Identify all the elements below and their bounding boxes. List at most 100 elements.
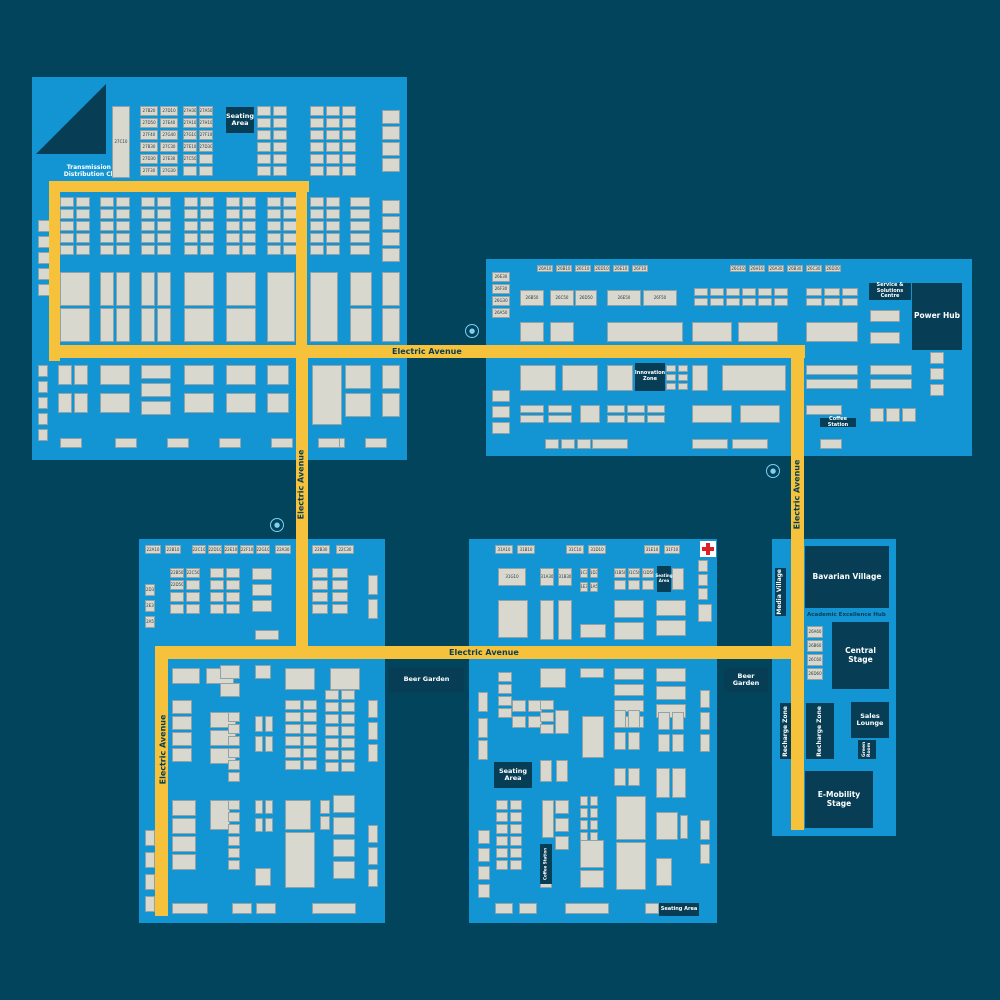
booth[interactable] [312, 580, 328, 590]
booth[interactable] [255, 665, 271, 679]
booth[interactable] [157, 245, 171, 255]
booth[interactable] [267, 365, 289, 385]
booth[interactable] [498, 684, 512, 694]
booth[interactable] [330, 668, 360, 690]
booth[interactable] [738, 322, 778, 342]
booth[interactable] [350, 221, 370, 231]
booth[interactable] [519, 903, 537, 914]
booth[interactable] [512, 716, 526, 728]
booth[interactable] [267, 245, 281, 255]
booth[interactable] [167, 438, 189, 448]
booth[interactable] [672, 734, 684, 752]
seating-area-south-small[interactable]: Seating Area [655, 566, 673, 592]
booth[interactable]: 26B50 [520, 290, 544, 306]
booth[interactable] [326, 154, 340, 164]
booth[interactable] [76, 245, 90, 255]
booth[interactable] [556, 760, 568, 782]
booth[interactable] [382, 158, 400, 172]
booth[interactable] [342, 106, 356, 116]
booth[interactable]: 26B10 [556, 265, 572, 272]
booth[interactable] [580, 668, 604, 678]
booth[interactable] [310, 209, 324, 219]
booth[interactable] [732, 439, 768, 449]
booth[interactable] [332, 568, 348, 578]
booth[interactable]: 27F40 [140, 130, 158, 140]
booth[interactable] [226, 197, 240, 207]
booth[interactable] [226, 308, 256, 342]
booth[interactable] [265, 716, 273, 732]
booth[interactable] [726, 288, 740, 296]
booth[interactable] [38, 429, 48, 441]
booth[interactable] [285, 760, 301, 770]
booth[interactable] [228, 760, 240, 770]
seating-area-nw[interactable]: Seating Area [226, 107, 254, 133]
booth[interactable] [520, 405, 544, 413]
booth[interactable] [614, 622, 644, 640]
booth[interactable]: 27H30 [183, 106, 197, 116]
booth[interactable] [842, 298, 858, 306]
booth[interactable] [145, 874, 155, 890]
booth[interactable] [656, 768, 670, 798]
booth[interactable] [341, 762, 355, 772]
booth[interactable] [478, 740, 488, 760]
booth[interactable]: 31D10 [588, 545, 606, 554]
booth[interactable] [565, 903, 609, 914]
booth[interactable]: 31C30 [580, 568, 588, 578]
booth[interactable] [38, 381, 48, 393]
booth[interactable] [310, 166, 324, 176]
booth[interactable] [692, 365, 708, 391]
booth[interactable] [326, 130, 340, 140]
booth[interactable]: 26D10 [594, 265, 610, 272]
booth[interactable] [672, 768, 686, 798]
booth[interactable] [310, 154, 324, 164]
booth[interactable] [350, 209, 370, 219]
booth[interactable] [242, 209, 256, 219]
seating-area-south-bottom[interactable]: Seating Area [659, 903, 699, 916]
booth[interactable] [60, 221, 74, 231]
booth[interactable] [285, 800, 311, 830]
booth[interactable] [540, 600, 554, 640]
booth[interactable] [210, 568, 224, 578]
booth[interactable] [492, 390, 510, 402]
seating-area-south[interactable]: Seating Area [494, 762, 532, 788]
booth[interactable]: 27G40 [160, 130, 178, 140]
booth[interactable] [628, 580, 640, 590]
booth[interactable] [325, 738, 339, 748]
booth[interactable] [520, 365, 556, 391]
sales-lounge[interactable]: Sales Lounge [851, 702, 889, 738]
booth[interactable] [590, 796, 598, 806]
booth[interactable] [345, 393, 371, 417]
booth[interactable] [498, 708, 512, 718]
booth[interactable] [170, 604, 184, 614]
booth[interactable] [228, 848, 240, 858]
booth[interactable] [326, 245, 340, 255]
booth[interactable]: 27E10 [183, 142, 197, 152]
booth[interactable] [333, 839, 355, 857]
booth[interactable]: 26G30 [492, 296, 510, 306]
booth[interactable] [590, 820, 598, 830]
recharge-zone-1[interactable]: Recharge Zone [780, 703, 792, 759]
booth[interactable] [700, 820, 710, 840]
booth[interactable] [310, 245, 324, 255]
booth[interactable] [285, 668, 315, 690]
booth[interactable] [273, 166, 287, 176]
booth[interactable] [157, 272, 171, 306]
beer-garden-right[interactable]: Beer Garden [724, 668, 768, 692]
booth[interactable] [232, 903, 252, 914]
booth[interactable] [157, 233, 171, 243]
booth[interactable] [100, 233, 114, 243]
booth[interactable] [627, 405, 645, 413]
booth[interactable] [520, 415, 544, 423]
booth[interactable] [265, 818, 273, 832]
booth[interactable] [607, 322, 683, 342]
booth[interactable] [656, 600, 686, 616]
booth[interactable] [886, 408, 900, 422]
booth[interactable] [255, 736, 263, 752]
booth[interactable] [116, 197, 130, 207]
booth[interactable] [510, 836, 522, 846]
booth[interactable] [172, 836, 196, 852]
booth[interactable] [656, 668, 686, 682]
booth[interactable] [806, 379, 858, 389]
booth[interactable] [382, 365, 400, 389]
booth[interactable] [226, 233, 240, 243]
